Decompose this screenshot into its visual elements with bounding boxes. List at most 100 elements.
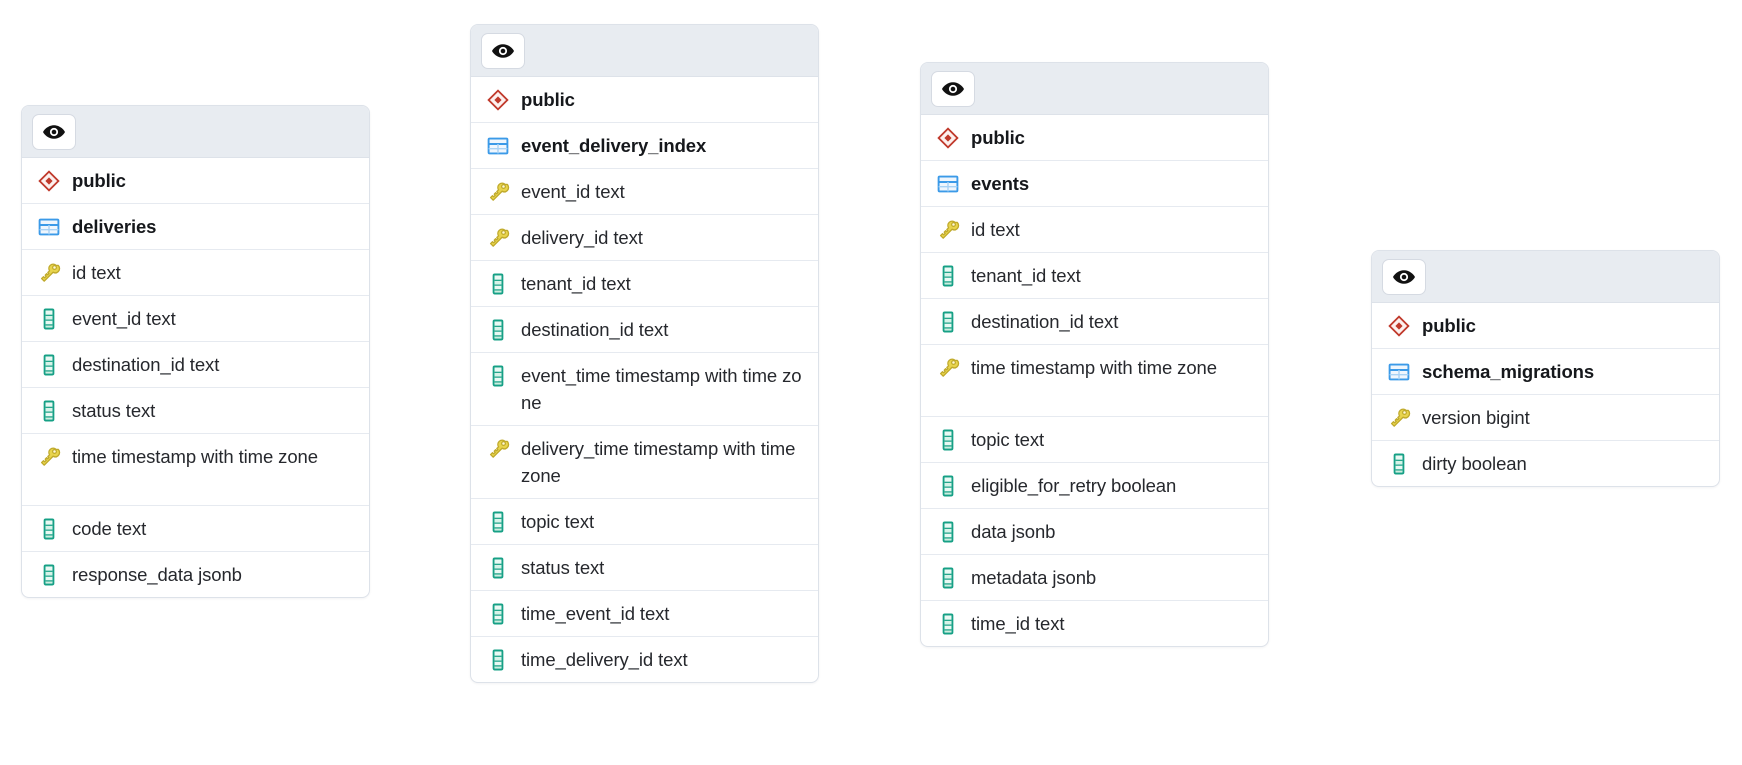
gold-key-icon — [935, 217, 961, 243]
column-label: time timestamp with time zone — [72, 446, 318, 467]
column-label: status text — [521, 557, 605, 578]
column-label: destination_id text — [971, 311, 1119, 332]
column-row[interactable]: topic text — [921, 417, 1268, 463]
column-row[interactable]: data jsonb — [921, 509, 1268, 555]
visibility-toggle-button[interactable] — [931, 70, 975, 107]
teal-column-icon — [485, 509, 511, 535]
gold-key-icon — [36, 444, 62, 470]
table-name: schema_migrations — [1422, 361, 1595, 382]
schema-name: public — [1422, 315, 1476, 336]
gold-key-icon — [485, 179, 511, 205]
eye-icon — [41, 119, 67, 145]
column-row[interactable]: time_event_id text — [471, 591, 818, 637]
schema-row[interactable]: public — [22, 158, 369, 204]
column-label: delivery_time timestamp with time zone — [521, 438, 796, 486]
schema-name: public — [72, 170, 126, 191]
column-row[interactable]: time_delivery_id text — [471, 637, 818, 682]
table-card-header — [22, 106, 369, 158]
teal-column-icon — [935, 427, 961, 453]
teal-column-icon — [485, 555, 511, 581]
gold-key-icon — [485, 225, 511, 251]
teal-column-icon — [36, 516, 62, 542]
column-row[interactable]: delivery_time timestamp with time zone — [471, 426, 818, 499]
table-name-row[interactable]: deliveries — [22, 204, 369, 250]
column-row[interactable]: time timestamp with time zone — [921, 345, 1268, 417]
teal-column-icon — [485, 363, 511, 389]
visibility-toggle-button[interactable] — [32, 113, 76, 150]
column-row[interactable]: topic text — [471, 499, 818, 545]
table-name-row[interactable]: schema_migrations — [1372, 349, 1719, 395]
column-row[interactable]: dirty boolean — [1372, 441, 1719, 486]
column-label: dirty boolean — [1422, 453, 1527, 474]
column-label: data jsonb — [971, 521, 1056, 542]
column-row[interactable]: id text — [22, 250, 369, 296]
eye-icon — [940, 76, 966, 102]
table-card-events[interactable]: public events id text tenant_id text destina… — [920, 62, 1269, 647]
teal-column-icon — [36, 562, 62, 588]
column-label: id text — [72, 262, 121, 283]
column-row[interactable]: time_id text — [921, 601, 1268, 646]
table-card-header — [1372, 251, 1719, 303]
column-row[interactable]: status text — [22, 388, 369, 434]
eye-icon — [1391, 264, 1417, 290]
column-row[interactable]: event_time timestamp with time zone — [471, 353, 818, 426]
column-row[interactable]: eligible_for_retry boolean — [921, 463, 1268, 509]
column-row[interactable]: tenant_id text — [921, 253, 1268, 299]
column-row[interactable]: id text — [921, 207, 1268, 253]
teal-column-icon — [485, 271, 511, 297]
red-diamond-icon — [1386, 313, 1412, 339]
column-row[interactable]: version bigint — [1372, 395, 1719, 441]
table-name-row[interactable]: events — [921, 161, 1268, 207]
column-row[interactable]: status text — [471, 545, 818, 591]
gold-key-icon — [1386, 405, 1412, 431]
column-row[interactable]: metadata jsonb — [921, 555, 1268, 601]
teal-column-icon — [935, 611, 961, 637]
column-label: code text — [72, 518, 147, 539]
visibility-toggle-button[interactable] — [481, 32, 525, 69]
column-row[interactable]: destination_id text — [471, 307, 818, 353]
teal-column-icon — [485, 647, 511, 673]
column-label: status text — [72, 400, 156, 421]
column-label: time_delivery_id text — [521, 649, 688, 670]
table-card-event_delivery_index[interactable]: public event_delivery_index event_id text d… — [470, 24, 819, 683]
visibility-toggle-button[interactable] — [1382, 258, 1426, 295]
column-label: destination_id text — [521, 319, 669, 340]
table-name: event_delivery_index — [521, 135, 707, 156]
blue-grid-table-icon — [935, 171, 961, 197]
schema-row[interactable]: public — [921, 115, 1268, 161]
eye-icon — [490, 38, 516, 64]
teal-column-icon — [485, 601, 511, 627]
column-label: time timestamp with time zone — [971, 357, 1217, 378]
teal-column-icon — [485, 317, 511, 343]
teal-column-icon — [935, 473, 961, 499]
column-label: tenant_id text — [971, 265, 1081, 286]
schema-row[interactable]: public — [1372, 303, 1719, 349]
column-row[interactable]: delivery_id text — [471, 215, 818, 261]
column-row[interactable]: response_data jsonb — [22, 552, 369, 597]
column-row[interactable]: time timestamp with time zone — [22, 434, 369, 506]
teal-column-icon — [1386, 451, 1412, 477]
teal-column-icon — [935, 263, 961, 289]
column-row[interactable]: event_id text — [22, 296, 369, 342]
column-row[interactable]: code text — [22, 506, 369, 552]
gold-key-icon — [485, 436, 511, 462]
table-name: events — [971, 173, 1030, 194]
column-label: event_id text — [521, 181, 625, 202]
column-row[interactable]: destination_id text — [22, 342, 369, 388]
table-name-row[interactable]: event_delivery_index — [471, 123, 818, 169]
column-label: time_id text — [971, 613, 1065, 634]
column-label: delivery_id text — [521, 227, 643, 248]
column-row[interactable]: tenant_id text — [471, 261, 818, 307]
column-label: destination_id text — [72, 354, 220, 375]
table-card-header — [921, 63, 1268, 115]
column-label: tenant_id text — [521, 273, 631, 294]
teal-column-icon — [36, 398, 62, 424]
table-card-deliveries[interactable]: public deliveries id text event_id text dest… — [21, 105, 370, 598]
column-label: event_id text — [72, 308, 176, 329]
column-row[interactable]: event_id text — [471, 169, 818, 215]
schema-name: public — [521, 89, 575, 110]
column-row[interactable]: destination_id text — [921, 299, 1268, 345]
schema-row[interactable]: public — [471, 77, 818, 123]
